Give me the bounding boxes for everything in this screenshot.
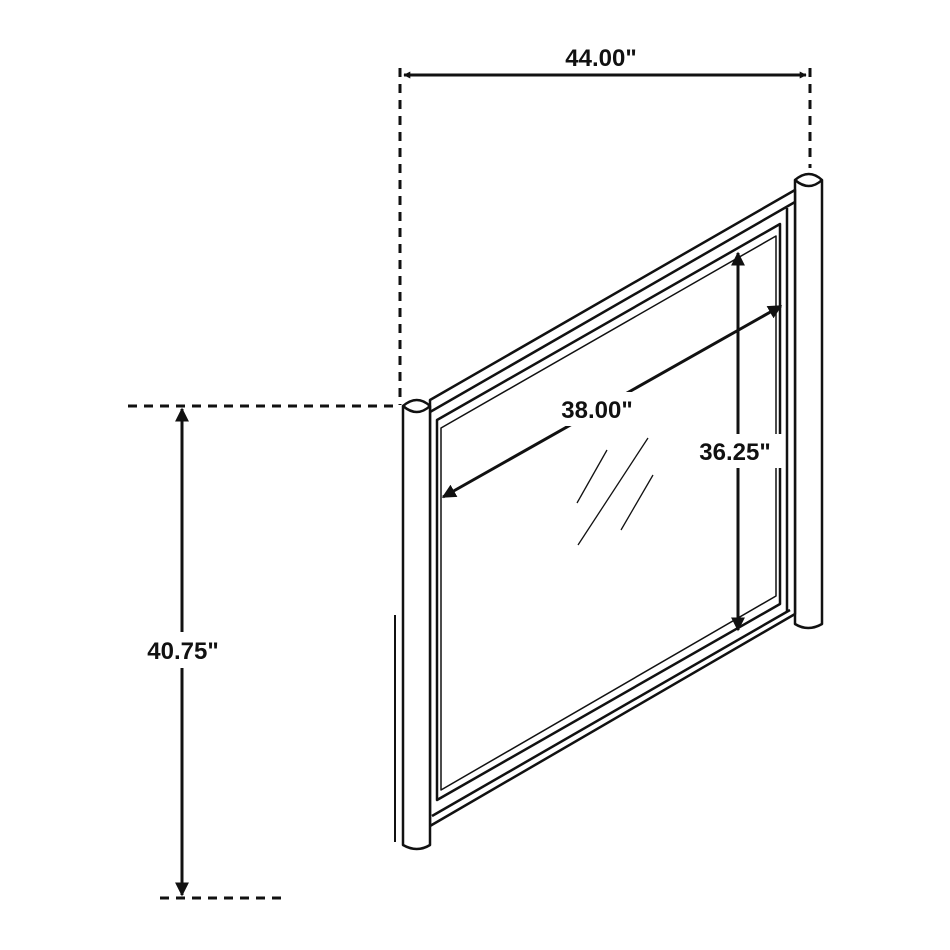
glass-width-label: 38.00" bbox=[561, 397, 632, 424]
right-post-cap bbox=[794, 179, 823, 188]
left-post-cap bbox=[402, 405, 431, 414]
glass-inner-edge bbox=[440, 235, 777, 791]
extension-lines bbox=[128, 68, 812, 900]
left-post bbox=[401, 398, 432, 851]
glass-height-label: 36.25" bbox=[699, 439, 770, 466]
overall-width-label: 44.00" bbox=[565, 45, 636, 72]
mirror-frame bbox=[394, 172, 824, 851]
label-backgrounds bbox=[135, 392, 782, 668]
overall-height-label: 40.75" bbox=[147, 638, 218, 665]
right-post bbox=[793, 172, 824, 630]
frame-rail-bottom bbox=[431, 608, 791, 818]
